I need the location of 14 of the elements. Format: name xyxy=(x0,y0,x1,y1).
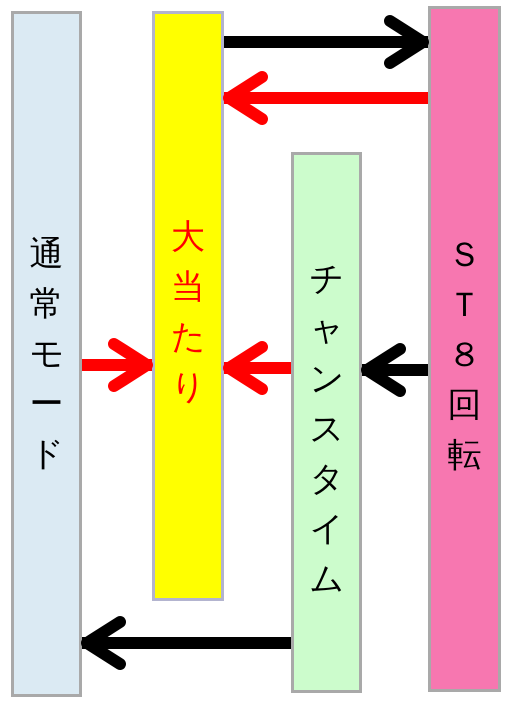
arrow xyxy=(223,341,291,395)
bar-label: ＳＴ８回転 xyxy=(448,234,482,477)
bar-label: チャンスタイム xyxy=(310,258,344,600)
mode-bar xyxy=(11,11,82,697)
arrow xyxy=(82,338,153,392)
bar-label: 大当たり xyxy=(171,216,205,409)
arrow xyxy=(224,15,429,69)
mode-bar xyxy=(428,6,501,692)
mode-bar xyxy=(291,152,362,693)
arrow xyxy=(81,616,291,670)
arrow xyxy=(361,343,428,397)
mode-bar xyxy=(152,11,224,601)
arrow xyxy=(223,71,428,125)
bar-label: 通常モード xyxy=(30,233,64,476)
